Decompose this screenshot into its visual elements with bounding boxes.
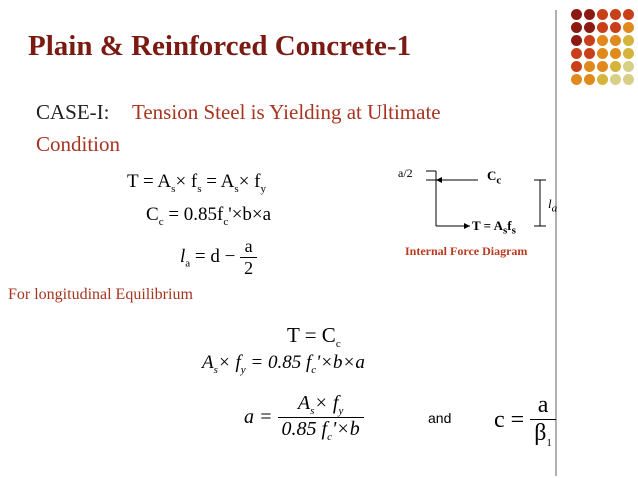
decorative-dot — [623, 22, 634, 33]
decorative-dot — [610, 22, 621, 33]
decorative-dot — [584, 61, 595, 72]
case-description: Tension Steel is Yielding at Ultimate — [132, 100, 441, 124]
diagram-cc-arrowhead — [436, 177, 442, 183]
decorative-dot — [584, 48, 595, 59]
decorative-dot — [597, 22, 608, 33]
decorative-dot — [571, 35, 582, 46]
decorative-dot — [623, 48, 634, 59]
decorative-dot — [597, 48, 608, 59]
vertical-divider-line — [555, 10, 557, 476]
equation-neutral-axis: c = a β1 — [494, 392, 556, 449]
internal-force-diagram — [426, 170, 546, 229]
decorative-dot — [610, 9, 621, 20]
slide-title: Plain & Reinforced Concrete-1 — [28, 30, 412, 62]
equation-compression-force: Cc = 0.85fc'×b×a — [146, 204, 272, 228]
diagram-a2-label: a/2 — [398, 166, 413, 180]
internal-force-diagram-caption: Internal Force Diagram — [405, 244, 528, 258]
decorative-dot — [584, 9, 595, 20]
equation-equilibrium: T = Cc — [287, 323, 341, 351]
decorative-dot — [571, 61, 582, 72]
decorative-dot — [584, 74, 595, 85]
decorative-dot — [597, 35, 608, 46]
decorative-dot — [584, 22, 595, 33]
decorative-dot — [571, 9, 582, 20]
case-label: CASE-I: — [36, 100, 110, 124]
decorative-dot — [597, 9, 608, 20]
decorative-dot — [623, 35, 634, 46]
decorative-dot — [610, 35, 621, 46]
decorative-dot — [597, 74, 608, 85]
equation-force-balance: As× fy = 0.85 fc'×b×a — [202, 352, 365, 376]
diagram-t-label: T = Asfs — [472, 218, 516, 237]
decorative-dot — [571, 22, 582, 33]
diagram-cc-label: Cc — [487, 168, 502, 187]
decorative-dot — [597, 61, 608, 72]
decorative-dot — [571, 48, 582, 59]
decorative-dot — [571, 74, 582, 85]
decorative-dot — [623, 61, 634, 72]
decorative-dot — [610, 61, 621, 72]
equation-depth-a: a = As× fy 0.85 fc'×b — [244, 392, 364, 443]
decorative-dot — [584, 35, 595, 46]
decorative-dot — [623, 74, 634, 85]
diagram-la-label: la — [548, 196, 558, 215]
decorative-dot — [610, 74, 621, 85]
longitudinal-equilibrium-label: For longitudinal Equilibrium — [8, 286, 193, 303]
case-description-line2: Condition — [36, 132, 121, 156]
diagram-t-arrowhead — [464, 223, 470, 229]
and-label: and — [428, 410, 452, 426]
equation-tension-force: T = As× fs = As× fy — [127, 171, 266, 195]
decorative-dot — [623, 9, 634, 20]
decorative-dot — [610, 48, 621, 59]
